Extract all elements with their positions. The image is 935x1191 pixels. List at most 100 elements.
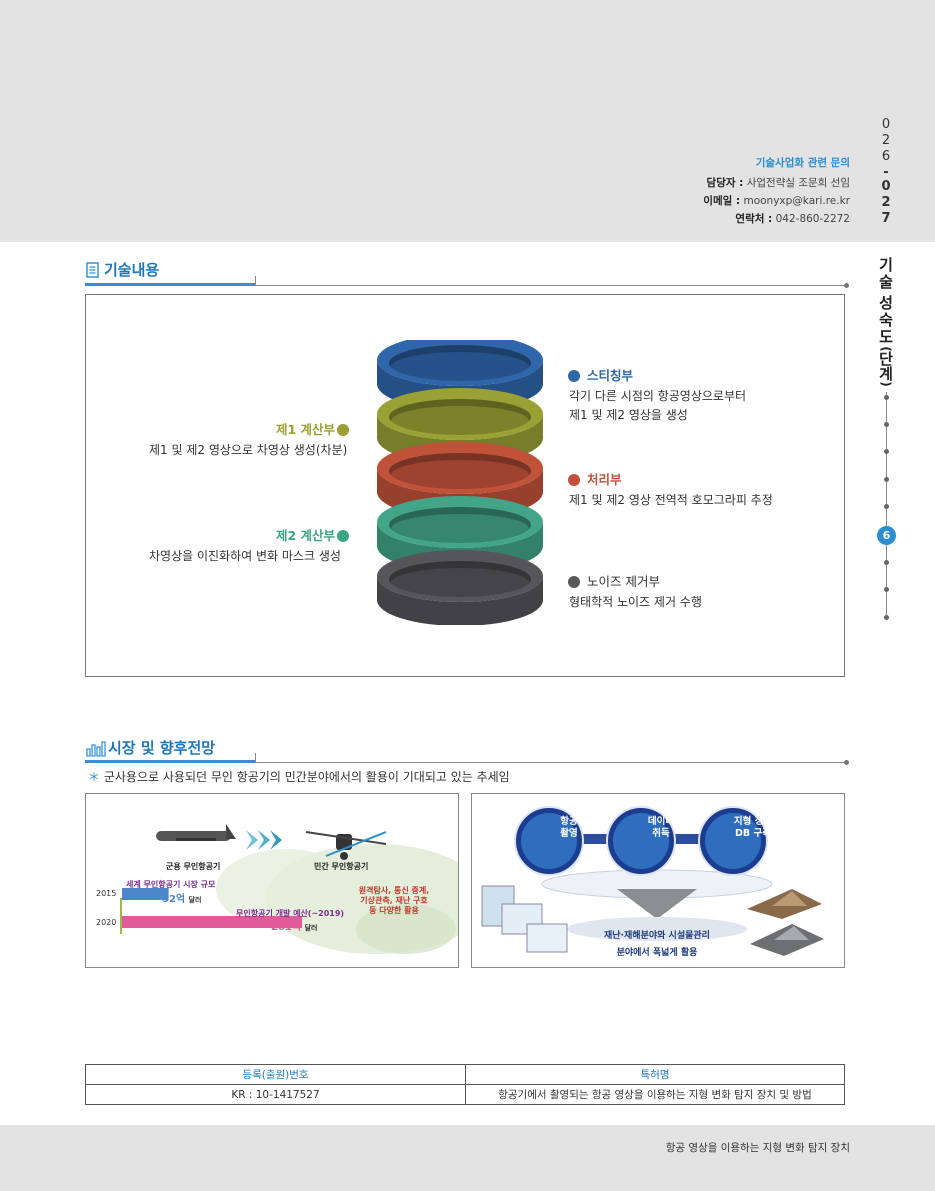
header-patent-name: 특허명 bbox=[465, 1064, 845, 1085]
market-image-right: 항공 촬영 데이터 취득 지형 정보 DB 구축 재난·재해분야와 시설물관리 … bbox=[471, 793, 845, 968]
workflow-illustration bbox=[481, 834, 824, 956]
banner-line-2: 분야에서 폭넓게 활용 bbox=[616, 948, 698, 958]
processing-dot bbox=[568, 474, 580, 486]
bar-2020 bbox=[122, 916, 302, 928]
step-dot bbox=[884, 615, 889, 620]
contact-phone-label: 연락처 : bbox=[735, 213, 773, 225]
first-calc-dot bbox=[337, 424, 349, 436]
value-2015-text: 52억 bbox=[162, 894, 186, 905]
section-underline bbox=[85, 283, 256, 286]
merge-arrow-icon bbox=[617, 889, 697, 919]
document-icon bbox=[86, 262, 99, 278]
banner-line-1: 재난·재해분야와 시설물관리 bbox=[604, 931, 710, 941]
value-2020-label: 201억 달러 bbox=[271, 918, 317, 933]
bar-2015 bbox=[122, 888, 169, 900]
label-processing-desc: 제1 및 제2 영상 전역적 호모그라피 추정 bbox=[569, 493, 773, 507]
second-calc-dot bbox=[337, 530, 349, 542]
page-number-digit: - bbox=[883, 165, 889, 180]
section-tick bbox=[255, 276, 256, 286]
terrain-3d-icon bbox=[747, 889, 824, 956]
tech-content-box bbox=[85, 294, 845, 677]
uses-line: 등 다양한 활용 bbox=[369, 906, 419, 915]
circle-text-line: 촬영 bbox=[560, 827, 578, 839]
military-drone-icon bbox=[156, 824, 236, 841]
page-number-digit: 2 bbox=[881, 195, 891, 210]
forward-arrow-icon bbox=[246, 830, 282, 850]
label-first-calc-heading: 제1 계산부 bbox=[276, 423, 335, 437]
chart-icon bbox=[86, 741, 106, 757]
contact-person: 담당자 : 사업전략실 조문희 선임 bbox=[707, 178, 850, 189]
cell-patent-name: 항공기에서 촬영되는 항공 영상을 이용하는 지형 변화 탐지 장치 및 방법 bbox=[465, 1084, 845, 1105]
circle-aerial-photo bbox=[516, 808, 582, 874]
step-dot bbox=[884, 587, 889, 592]
circle-text-line: DB 구축 bbox=[735, 827, 771, 839]
side-title-char: 도 bbox=[879, 328, 893, 346]
contact-email: 이메일 : moonyxp@kari.re.kr bbox=[703, 196, 850, 207]
stitching-dot bbox=[568, 370, 580, 382]
section-rule bbox=[256, 285, 846, 286]
section-underline bbox=[85, 760, 256, 763]
label-heading-text: 제2 계산부 bbox=[276, 528, 336, 543]
circle-text-line: 취득 bbox=[652, 827, 670, 839]
circle-text-line: 지형 정보 bbox=[733, 816, 773, 827]
uses-line: 기상관측, 재난 구호 bbox=[360, 896, 428, 905]
label-stitching-desc-2: 제1 및 제2 영상을 생성 bbox=[569, 408, 688, 422]
step-dot bbox=[884, 395, 889, 400]
section-title-tech: 기술내용 bbox=[104, 261, 160, 279]
uses-text: 원격탐사, 통신 중계, 기상관측, 재난 구호 등 다양한 활용 bbox=[344, 886, 444, 916]
circle-text-3: 지형 정보 DB 구축 bbox=[718, 816, 788, 840]
circle-text-1: 항공 촬영 bbox=[534, 816, 604, 840]
label-stitching-desc-1: 각기 다른 시점의 항공영상으로부터 bbox=[569, 389, 747, 403]
circle-data-acquisition bbox=[608, 808, 674, 874]
side-title-char: 숙 bbox=[879, 311, 893, 329]
label-second-calc-heading: 제2 계산부 bbox=[276, 528, 336, 543]
footer-band bbox=[0, 1125, 935, 1191]
step-dot bbox=[884, 560, 889, 565]
label-stitching-heading: 스티칭부 bbox=[587, 368, 634, 383]
civil-drone-label: 민간 무인항공기 bbox=[314, 862, 369, 871]
side-title-char: ) bbox=[879, 381, 893, 387]
noise-dot bbox=[568, 576, 580, 588]
label-noise-desc: 형태학적 노이즈 제거 수행 bbox=[569, 595, 702, 609]
side-title-char: 단 bbox=[879, 350, 893, 368]
market-image-left: 군용 무인항공기 민간 무인항공기 세계 무인항공기 시장 규모 2015 52… bbox=[85, 793, 459, 968]
label-noise-heading: 노이즈 제거부 bbox=[587, 574, 660, 589]
side-title-char: 기 bbox=[879, 256, 893, 274]
contact-person-value: 사업전략실 조문희 선임 bbox=[746, 177, 850, 189]
year-2015-label: 2015 bbox=[96, 889, 117, 898]
civil-drone-icon bbox=[305, 831, 387, 860]
contact-email-value: moonyxp@kari.re.kr bbox=[743, 195, 850, 207]
contact-person-label: 담당자 : bbox=[706, 177, 744, 189]
header-reg-number: 등록(출원)번호 bbox=[85, 1064, 466, 1085]
unit-text: 달러 bbox=[188, 896, 202, 904]
section-title-market: 시장 및 향후전망 bbox=[108, 739, 216, 757]
page-number-digit: 6 bbox=[881, 149, 891, 164]
value-2015-label: 52억 달러 bbox=[162, 890, 202, 905]
ring-stack-diagram bbox=[377, 340, 543, 625]
contact-phone-value: 042-860-2272 bbox=[775, 213, 850, 225]
section-tick bbox=[255, 753, 256, 763]
table-row: KR : 10-1417527 항공기에서 촬영되는 항공 영상을 이용하는 지… bbox=[85, 1084, 845, 1105]
side-title-char: 성 bbox=[879, 294, 893, 312]
map-thumbnails-icon bbox=[481, 885, 568, 953]
year-2020-label: 2020 bbox=[96, 918, 117, 927]
page-number-digit: 0 bbox=[881, 179, 891, 194]
patent-table: 등록(출원)번호 특허명 KR : 10-1417527 항공기에서 촬영되는 … bbox=[85, 1064, 845, 1105]
section-rule-end bbox=[844, 760, 849, 765]
contact-email-label: 이메일 : bbox=[703, 195, 741, 207]
label-processing-heading: 처리부 bbox=[587, 472, 622, 487]
label-second-calc-desc: 차영상을 이진화하여 변화 마스크 생성 bbox=[149, 549, 341, 563]
circle-text-line: 데이터 bbox=[647, 816, 675, 827]
world-market-label: 세계 무인항공기 시장 규모 bbox=[126, 880, 216, 889]
circle-text-line: 항공 bbox=[560, 816, 578, 827]
header-band bbox=[0, 0, 935, 242]
circle-text-2: 데이터 취득 bbox=[626, 816, 696, 840]
label-first-calc-desc: 제1 및 제2 영상으로 차영상 생성(차분) bbox=[149, 443, 348, 457]
market-note: ＊ 군사용으로 사용되던 무인 항공기의 민간분야에서의 활용이 기대되고 있는… bbox=[88, 771, 510, 783]
section-rule bbox=[256, 762, 846, 763]
uses-line: 원격탐사, 통신 중계, bbox=[358, 886, 430, 895]
side-title-char: 계 bbox=[879, 365, 893, 383]
contact-heading: 기술사업화 관련 문의 bbox=[755, 157, 850, 169]
military-drone-label: 군용 무인항공기 bbox=[166, 862, 221, 871]
step-active-badge: 6 bbox=[877, 526, 896, 545]
